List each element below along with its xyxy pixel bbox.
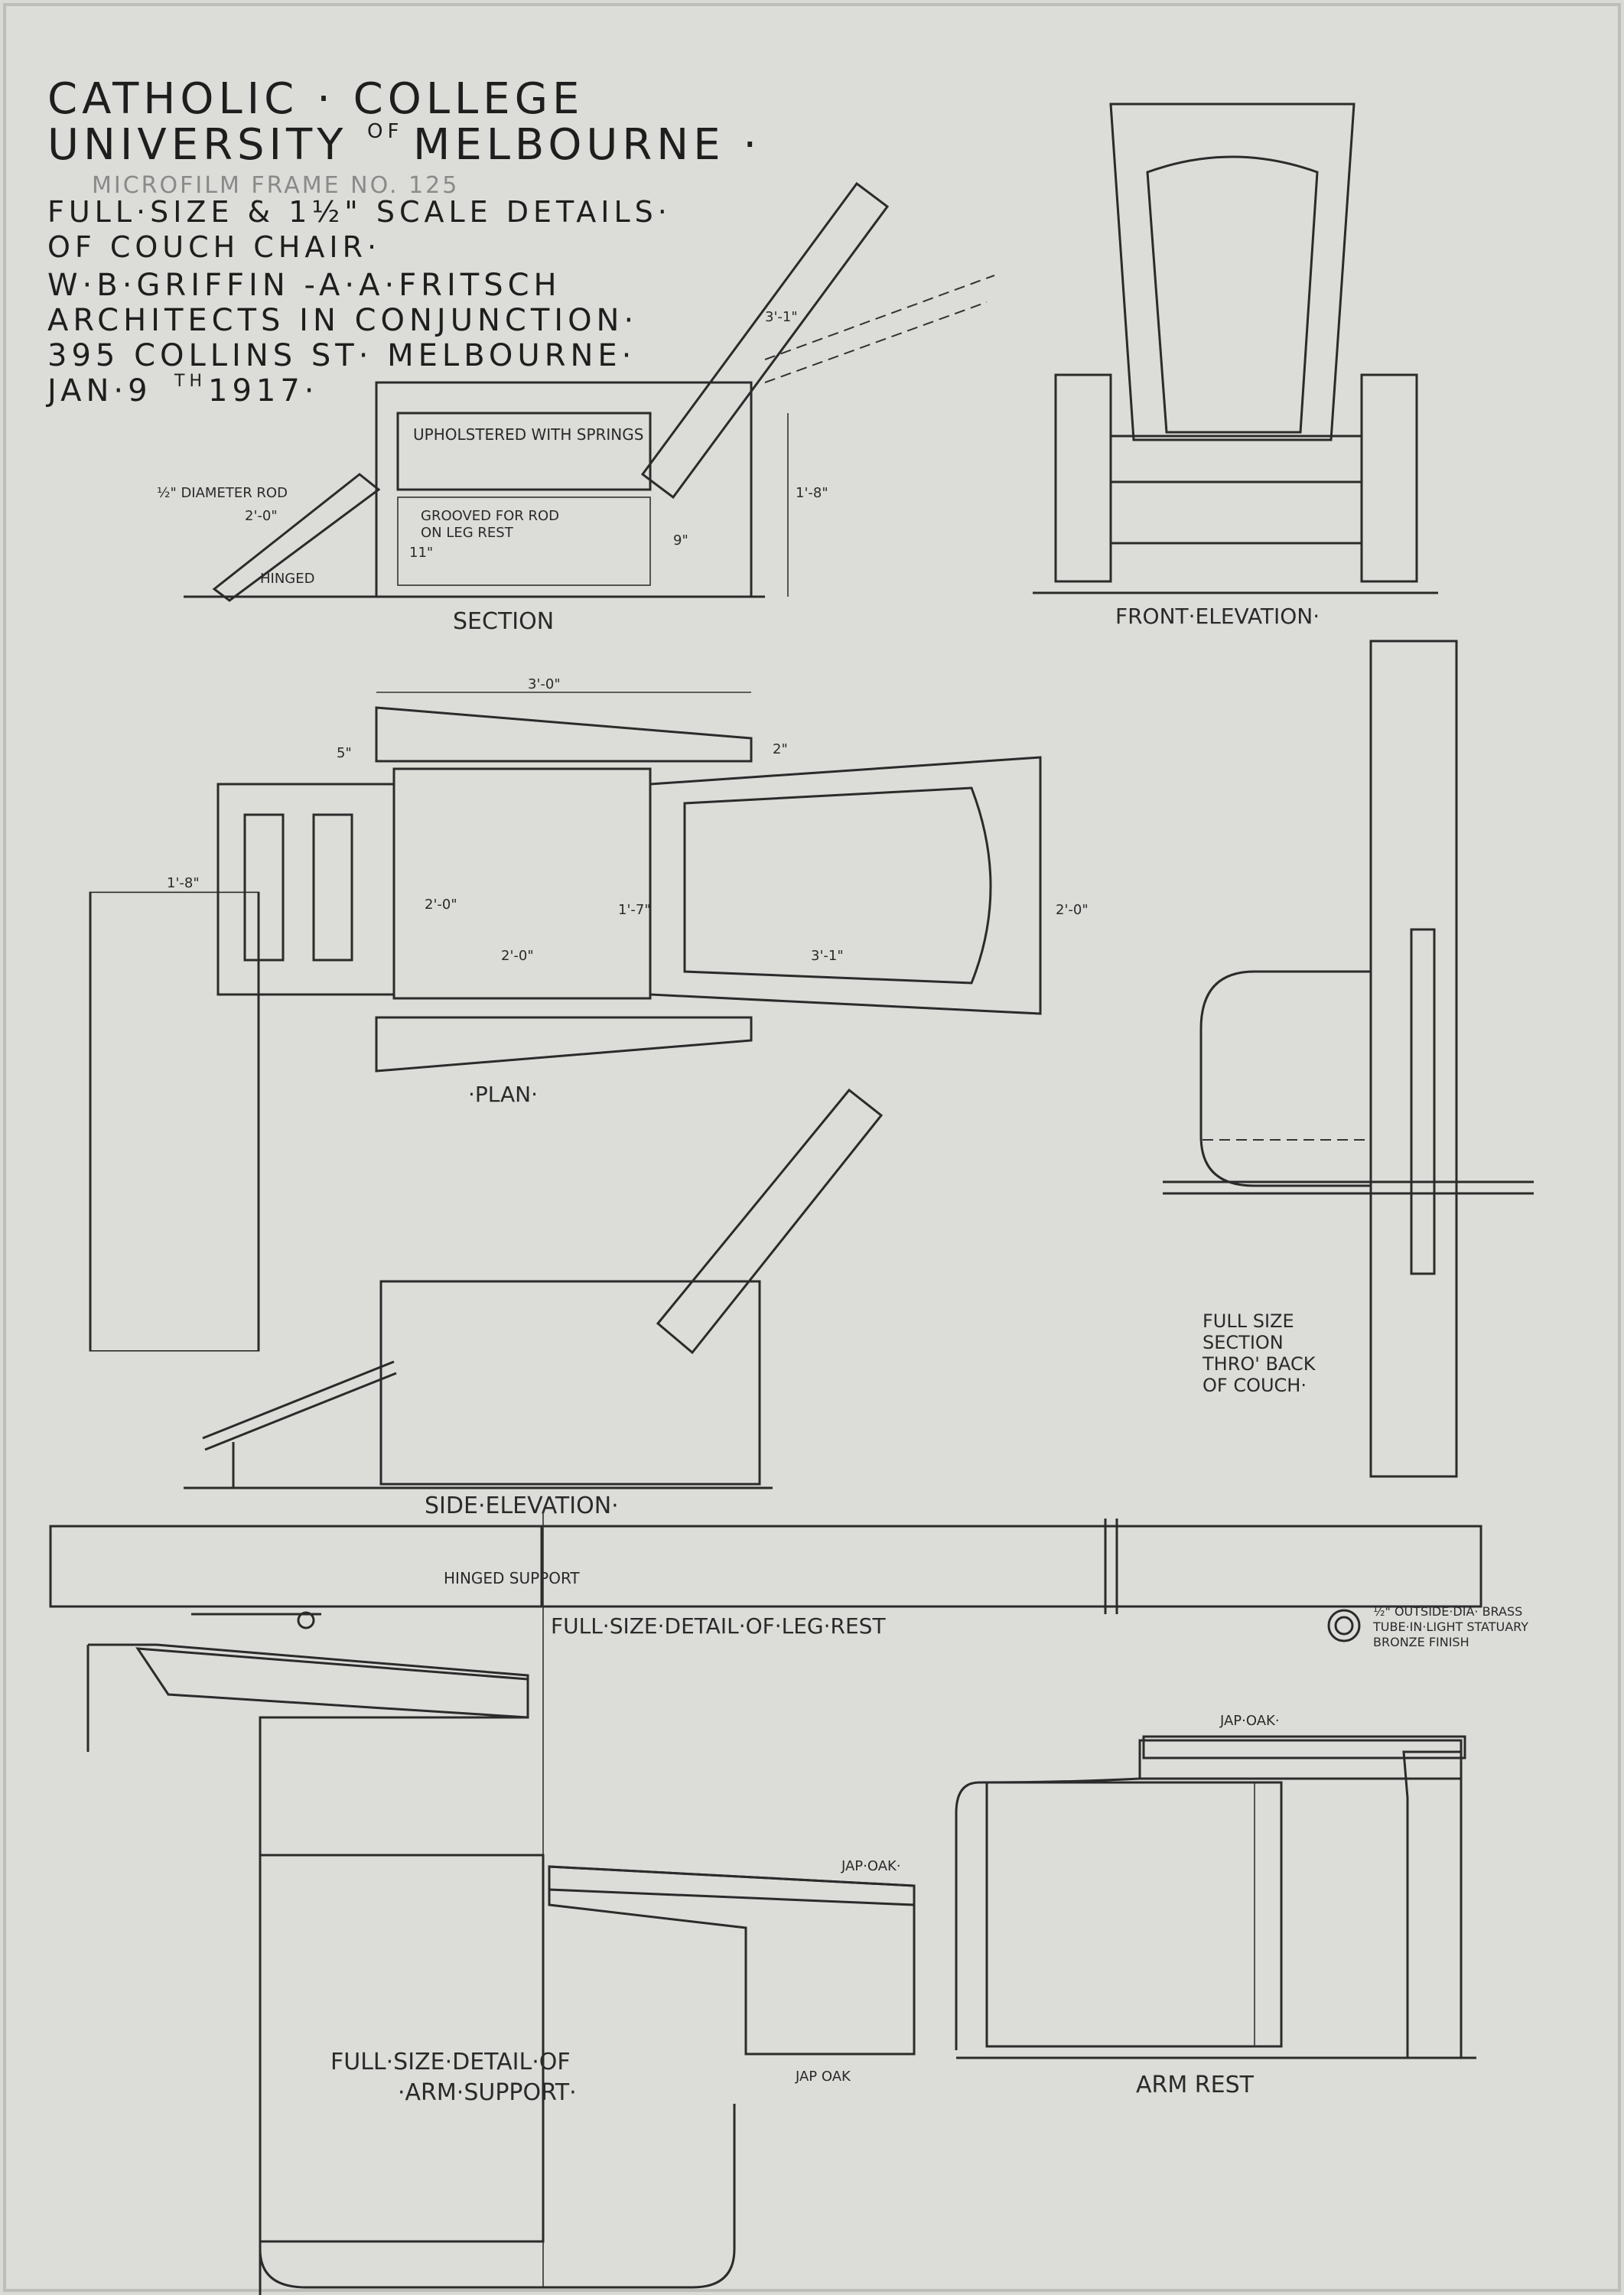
arm-rest-cap	[1142, 1735, 1466, 1760]
label-section: SECTION	[453, 608, 554, 635]
title-block: CATHOLIC · COLLEGE UNIVERSITY OF MELBOUR…	[45, 74, 761, 409]
section-cushion	[396, 412, 652, 491]
label-back-section-4: OF COUCH·	[1203, 1375, 1307, 1396]
arm-support-top-rail	[135, 1647, 529, 1719]
title-line-5: W·B·GRIFFIN -A·A·FRITSCH	[47, 268, 561, 303]
note-hinged: HINGED	[260, 571, 315, 587]
paper-border	[3, 3, 1621, 2292]
dim-seat-depth: 2'-0"	[425, 897, 457, 913]
dim-plan-left: 1'-8"	[167, 875, 200, 891]
back-section-tube-profile	[1199, 970, 1372, 1187]
dim-height: 1'-8"	[796, 485, 828, 501]
section-back-alt-position	[764, 275, 995, 360]
back-section-panel	[1410, 928, 1436, 1275]
note-hinged-support: HINGED SUPPORT	[444, 1569, 580, 1587]
title-line-8a: JAN·9	[45, 373, 152, 409]
back-section-view: FULL SIZE SECTION THRO' BACK OF COUCH·	[1163, 640, 1534, 1478]
front-seat-rail	[1109, 480, 1363, 545]
label-arm-support-2: ·ARM·SUPPORT·	[398, 2079, 577, 2106]
note-jap-oak-1: JAP·OAK·	[841, 1858, 901, 1874]
side-backrest	[656, 1088, 884, 1355]
dim-seat-height: 9"	[673, 532, 688, 549]
title-line-8b: TH	[174, 372, 207, 391]
section-back-alt-position-2	[764, 301, 988, 383]
dim-seat-width: 2'-0"	[501, 948, 534, 964]
title-line-6: ARCHITECTS IN CONJUNCTION·	[47, 303, 638, 338]
title-line-1: CATHOLIC · COLLEGE	[47, 74, 584, 124]
label-back-section-3: THRO' BACK	[1202, 1353, 1316, 1375]
brass-tube-icon	[1327, 1609, 1361, 1642]
side-leg-rest-top	[202, 1360, 395, 1440]
section-backrest	[640, 181, 890, 500]
arm-support-tube-outline	[259, 2104, 736, 2289]
dim-plan-width: 3'-0"	[528, 676, 561, 692]
section-view: UPHOLSTERED WITH SPRINGS ½" DIAMETER ROD…	[157, 181, 995, 635]
title-line-8c: 1917·	[208, 373, 319, 409]
front-back-cushion	[1146, 155, 1319, 434]
note-grooved-1: GROOVED FOR ROD	[421, 508, 559, 524]
plan-backrest-cushion	[683, 786, 992, 985]
side-leg-rest-bottom	[204, 1372, 397, 1451]
label-side-elevation: SIDE·ELEVATION·	[425, 1493, 619, 1519]
side-body	[379, 1280, 761, 1486]
brass-tube-inner	[1334, 1616, 1354, 1636]
plan-bottom-arm	[375, 1016, 753, 1073]
label-back-section-1: FULL SIZE	[1203, 1310, 1294, 1332]
title-line-2b: OF	[367, 120, 403, 143]
label-leg-rest-detail: FULL·SIZE·DETAIL·OF·LEG·REST	[551, 1613, 886, 1639]
label-back-section-2: SECTION	[1203, 1332, 1284, 1353]
section-cavity	[397, 496, 651, 586]
arm-support-right-rail	[548, 1865, 916, 1906]
dim-back-plan: 3'-1"	[811, 948, 844, 964]
note-tube-2: TUBE·IN·LIGHT STATUARY	[1372, 1620, 1528, 1634]
title-line-3: FULL·SIZE & 1½" SCALE DETAILS·	[47, 195, 672, 229]
side-elevation-view: SIDE·ELEVATION·	[184, 1088, 884, 1519]
note-tube-3: BRONZE FINISH	[1373, 1635, 1469, 1649]
front-back-frame	[1109, 103, 1356, 441]
plan-backrest-frame	[649, 756, 1042, 1015]
label-arm-support-1: FULL·SIZE·DETAIL·OF	[330, 2049, 571, 2075]
arm-support-detail-view: JAP·OAK· JAP OAK FULL·SIZE·DETAIL·OF ·AR…	[86, 891, 916, 2295]
title-line-4: OF COUCH CHAIR·	[47, 230, 381, 264]
arm-support-left-block	[89, 891, 260, 1352]
dim-mid: 1'-7"	[618, 902, 651, 918]
dim-floor: 11"	[409, 545, 433, 561]
plan-top-arm	[375, 706, 753, 763]
plan-view: 3'-0" 5" 2" 1'-8" 2'-0" 2'-0" 1'-7" 3'-1…	[167, 676, 1089, 1107]
dim-arm-2: 2"	[773, 741, 788, 757]
microfilm-frame-note: MICROFILM FRAME NO. 125	[92, 172, 459, 199]
front-elevation-view: FRONT·ELEVATION·	[1033, 103, 1438, 629]
title-line-7: 395 COLLINS ST· MELBOURNE·	[47, 338, 636, 373]
title-line-2a: UNIVERSITY	[47, 120, 347, 170]
note-rod: ½" DIAMETER ROD	[157, 485, 288, 501]
leg-rest-detail-view: HINGED SUPPORT FULL·SIZE·DETAIL·OF·LEG·R…	[49, 1511, 1528, 2287]
note-grooved-2: ON LEG REST	[421, 525, 514, 541]
dim-leg-rest: 2'-0"	[245, 508, 278, 524]
arm-rest-lower-block	[985, 1781, 1283, 2048]
plan-leg-rest-slot-2	[312, 813, 353, 962]
label-front-elevation: FRONT·ELEVATION·	[1115, 604, 1320, 629]
title-line-2c: MELBOURNE ·	[413, 120, 761, 170]
note-upholstered: UPHOLSTERED WITH SPRINGS	[413, 425, 643, 444]
dim-back: 3'-1"	[765, 309, 798, 325]
dim-arm-5: 5"	[337, 745, 352, 761]
leg-rest-detail-board	[49, 1525, 1482, 1608]
leg-rest-hinge-pin	[297, 1611, 315, 1629]
label-arm-rest: ARM REST	[1136, 2072, 1255, 2098]
arm-rest-detail-view: JAP·OAK· ARM REST	[955, 1713, 1476, 2098]
dim-back-width: 2'-0"	[1056, 902, 1089, 918]
arm-support-lower-block	[259, 1854, 545, 2243]
label-plan: ·PLAN·	[468, 1082, 538, 1107]
plan-leg-rest-slot-1	[243, 813, 285, 962]
note-jap-oak-3: JAP OAK	[795, 2069, 851, 2085]
note-tube-1: ½" OUTSIDE·DIA· BRASS	[1373, 1604, 1522, 1619]
note-jap-oak-2: JAP·OAK·	[1219, 1713, 1280, 1729]
